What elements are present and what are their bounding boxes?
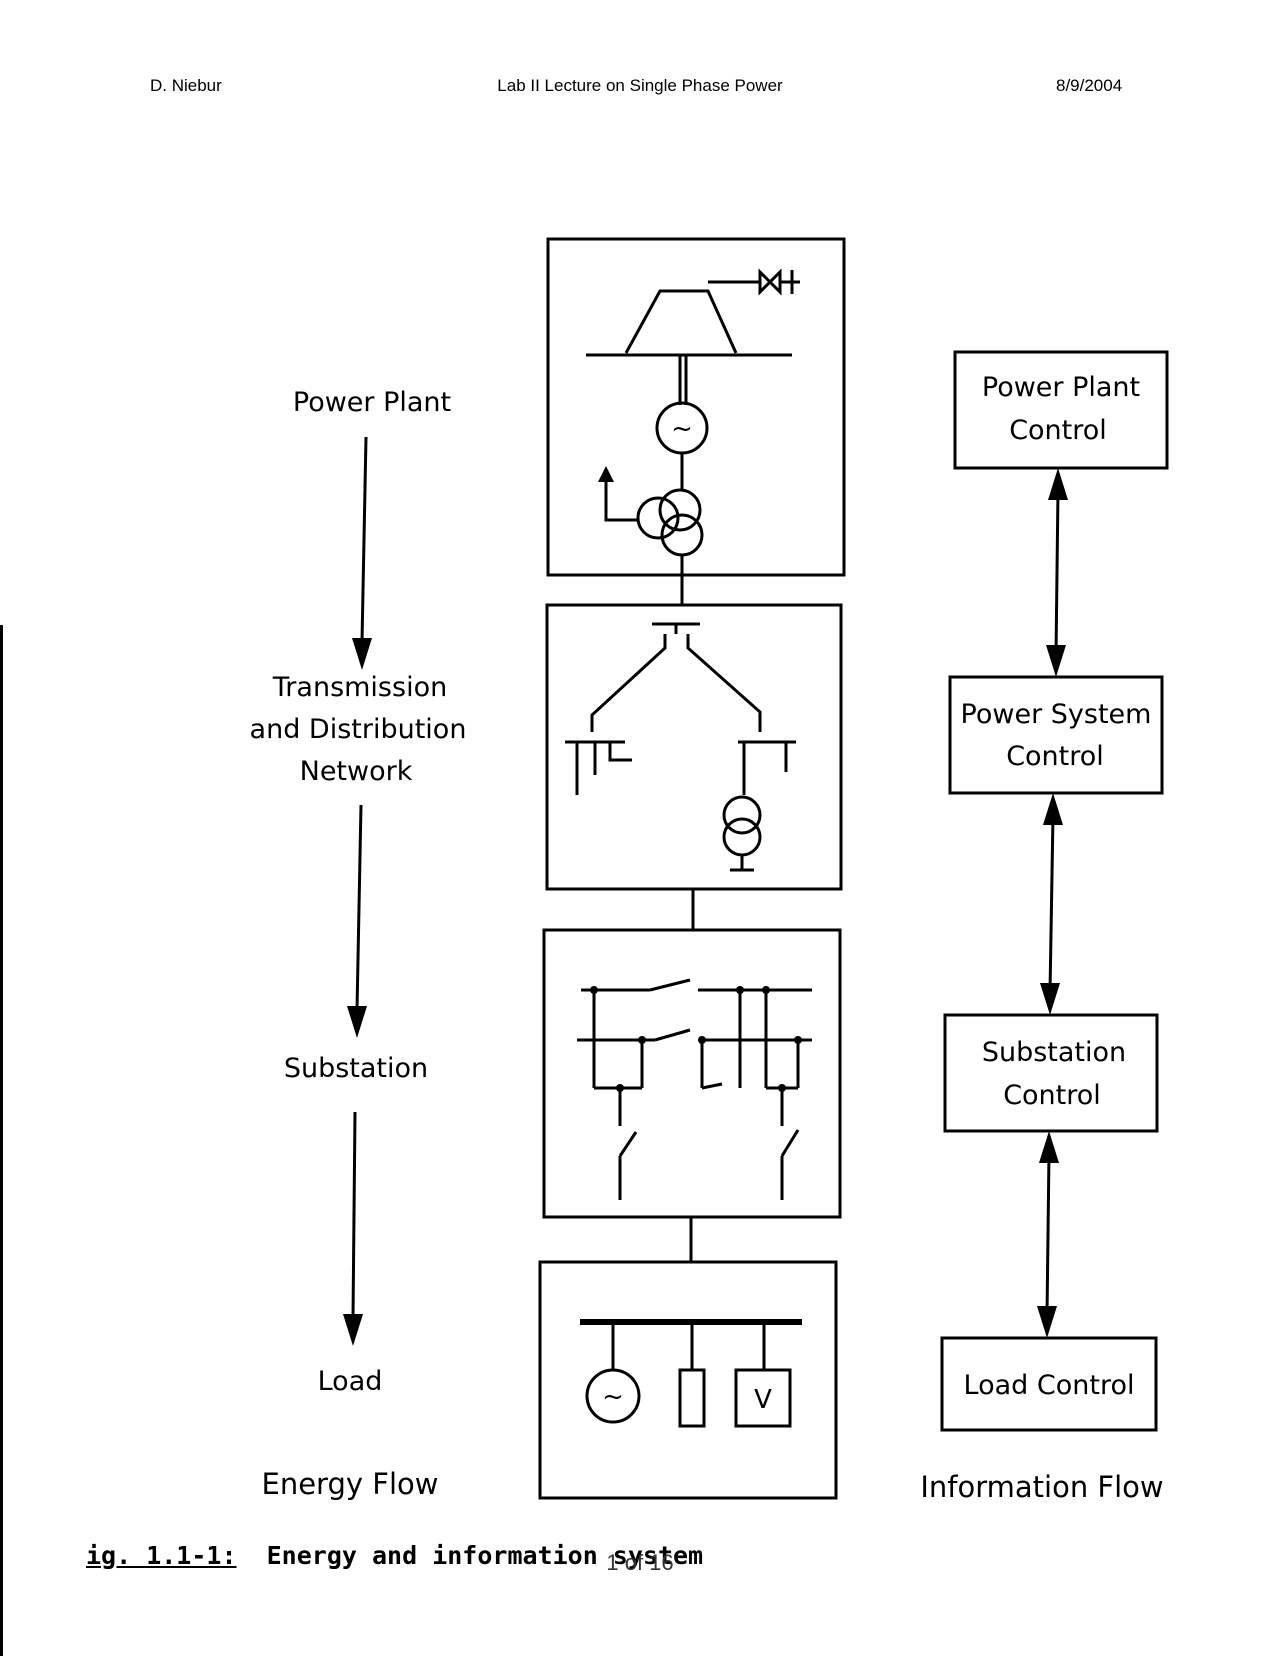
label-substation: Substation [284, 1053, 428, 1084]
arrow-down-icon [1046, 645, 1066, 677]
arrow-down-icon [347, 1006, 367, 1038]
load-control-box [940, 1336, 1158, 1432]
label-power-plant: Power Plant [293, 387, 451, 418]
arrow-up-icon [1039, 1131, 1059, 1163]
box-label-control: Control [1006, 741, 1104, 772]
header-title: Lab II Lecture on Single Phase Power [497, 76, 783, 95]
power-plant-schematic [546, 237, 846, 605]
arrow-down-icon [1037, 1306, 1057, 1338]
substation-schematic [542, 928, 842, 1262]
page-number: 1 of 16 [606, 1550, 674, 1575]
transformer-icon [658, 488, 702, 532]
arrow-down-icon [1040, 983, 1060, 1015]
resistor-icon [678, 1368, 706, 1428]
generator-symbol: ~ [602, 1382, 624, 1412]
generator-icon [585, 1368, 641, 1424]
voltmeter-icon [734, 1368, 792, 1428]
figure-caption: ig. 1.1-1: Energy and information system [86, 1541, 703, 1570]
load-schematic [538, 1260, 838, 1500]
box-label-load-control: Load Control [964, 1370, 1135, 1401]
substation-control-box [943, 1013, 1159, 1133]
transformer-icon [722, 795, 762, 835]
power-system-control-box [948, 675, 1164, 795]
power-plant-control-box [953, 350, 1169, 470]
box-label-substation: Substation [982, 1037, 1126, 1068]
scan-edge-line [0, 625, 3, 1656]
generator-symbol: ~ [671, 414, 693, 444]
arrow-up-icon [598, 466, 614, 482]
energy-flow-arrows [351, 436, 368, 1319]
information-flow-title: Information Flow [920, 1470, 1163, 1504]
box-label-control: Control [1009, 415, 1107, 446]
label-distribution: and Distribution [250, 714, 467, 745]
energy-flow-title: Energy Flow [262, 1467, 439, 1501]
label-load: Load [318, 1366, 383, 1397]
arrow-down-icon [343, 1314, 363, 1346]
information-flow-arrows [1045, 489, 1060, 1317]
transmission-network-schematic [545, 603, 843, 930]
arrow-up-icon [1043, 793, 1063, 825]
voltmeter-symbol: V [754, 1385, 772, 1415]
box-label-power-plant: Power Plant [982, 372, 1140, 403]
header-author: D. Niebur [150, 76, 222, 95]
box-label-power-system: Power System [961, 699, 1152, 730]
label-network: Network [300, 756, 413, 787]
arrow-up-icon [1048, 468, 1068, 500]
figure-text: Energy and information system [266, 1541, 704, 1570]
figure-number: ig. 1.1-1: [86, 1541, 237, 1570]
arrow-down-icon [352, 638, 372, 670]
label-transmission: Transmission [272, 672, 447, 703]
header-date: 8/9/2004 [1056, 76, 1123, 95]
box-label-control: Control [1003, 1080, 1101, 1111]
